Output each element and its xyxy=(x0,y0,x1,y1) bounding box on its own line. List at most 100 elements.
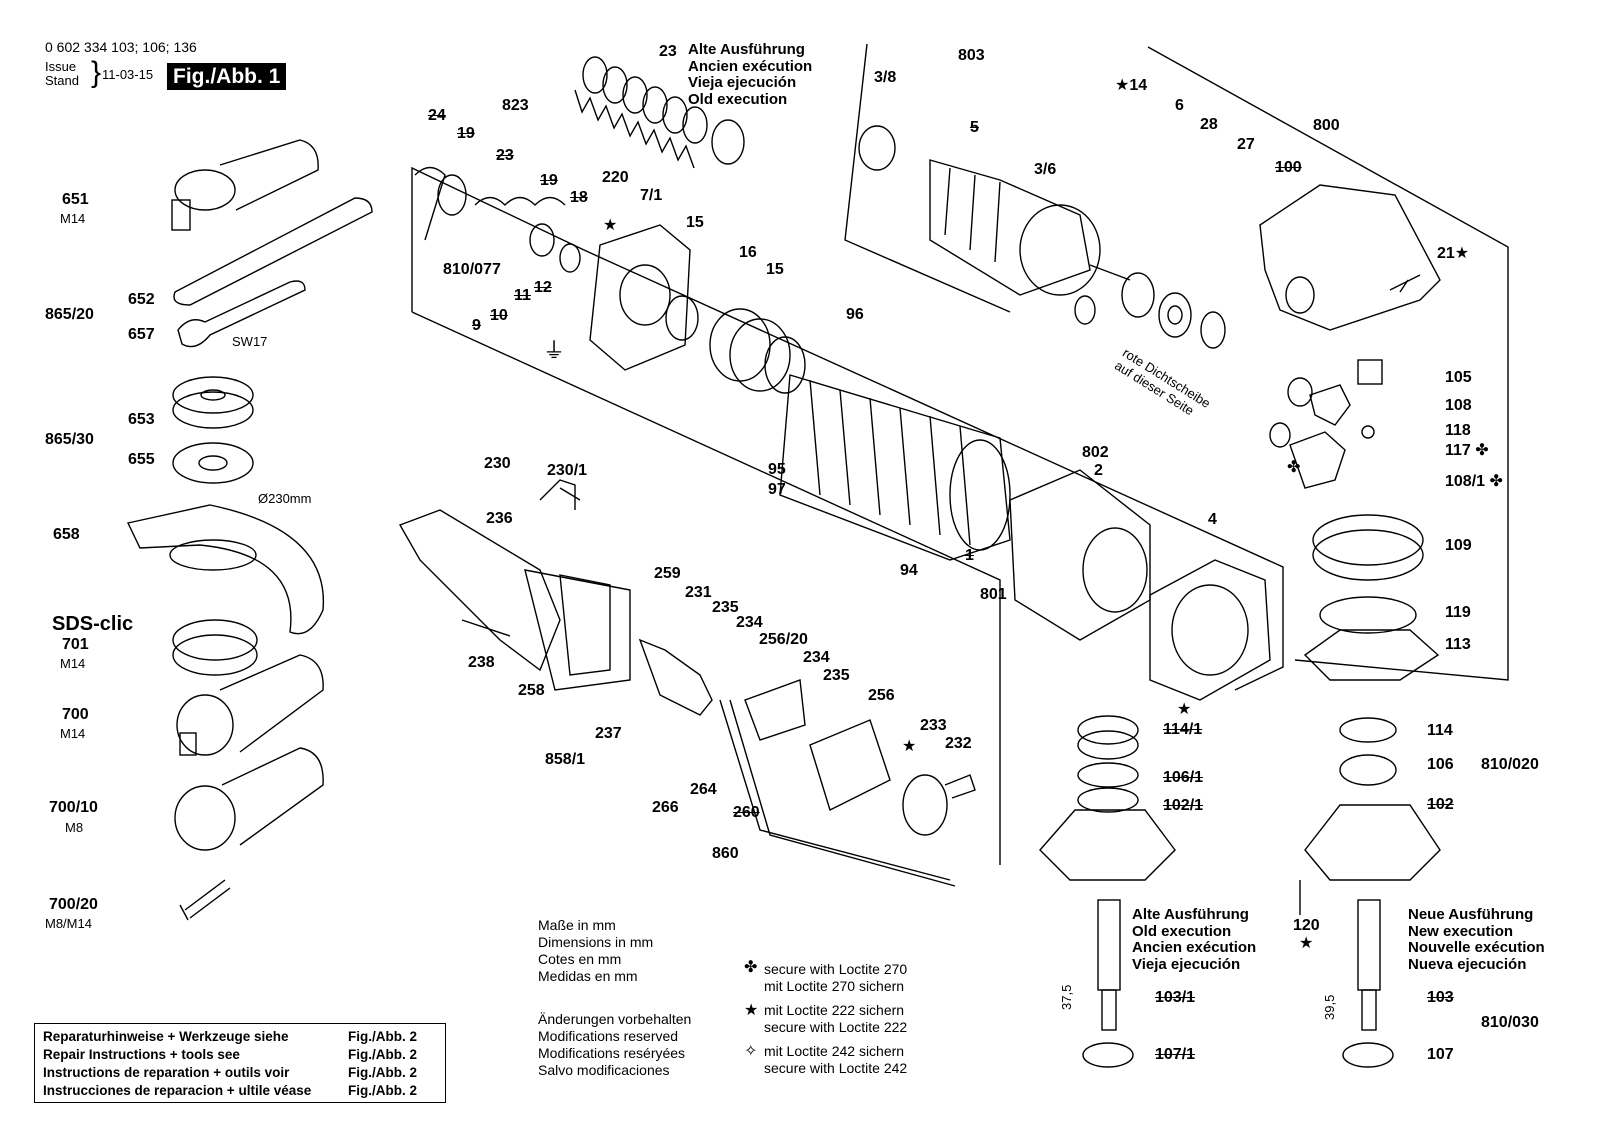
gear-housing-800 xyxy=(1259,184,1441,331)
label-14: ★14 xyxy=(1115,77,1148,94)
brush-parts xyxy=(414,166,581,273)
label-19b: 19 xyxy=(540,172,558,189)
old-execution-fr: Ancien exécution xyxy=(688,57,813,75)
label-260: 260 xyxy=(733,804,760,821)
label-810-030: 810/030 xyxy=(1481,1014,1539,1031)
sleeves-15-16 xyxy=(665,295,806,394)
repair-row-de: Reparaturhinweise + Werkzeuge siehe xyxy=(43,1029,289,1044)
label-237: 237 xyxy=(595,725,622,742)
label-107: 107 xyxy=(1427,1046,1454,1063)
label-106-1: 106/1 xyxy=(1163,769,1204,786)
label-94: 94 xyxy=(900,562,918,579)
label-652: 652 xyxy=(128,291,155,308)
repair-instructions-box: Reparaturhinweise + Werkzeuge siehe Fig.… xyxy=(34,1023,446,1103)
new-exec-3: Nouvelle exécution xyxy=(1408,939,1545,956)
label-102: 102 xyxy=(1427,796,1454,813)
label-113: 113 xyxy=(1445,636,1471,653)
label-2: 2 xyxy=(1094,462,1103,479)
label-810-020: 810/020 xyxy=(1481,756,1539,773)
label-117-text: 117 xyxy=(1445,442,1471,459)
loctite-242-note: mit Loctite 242 sichern secure with Loct… xyxy=(764,1043,908,1076)
label-21-text: 21 xyxy=(1437,245,1455,262)
loctite-270-note: secure with Loctite 270 mit Loctite 270 … xyxy=(764,961,908,994)
label-6: 6 xyxy=(1175,97,1184,114)
issue-date: 11-03-15 xyxy=(102,67,154,82)
label-108: 108 xyxy=(1445,397,1472,414)
label-96: 96 xyxy=(846,306,864,323)
label-231: 231 xyxy=(685,584,712,601)
repair-ref-de: Fig./Abb. 2 xyxy=(348,1029,417,1044)
label-9: 9 xyxy=(472,317,481,334)
label-18: 18 xyxy=(570,189,588,206)
loctite-222-note: mit Loctite 222 sichern secure with Loct… xyxy=(764,1002,908,1035)
issue-brace: } xyxy=(91,56,102,89)
label-107-1: 107/1 xyxy=(1155,1046,1196,1063)
label-11: 11 xyxy=(514,287,531,304)
label-858-1: 858/1 xyxy=(545,751,586,768)
label-4: 4 xyxy=(1208,511,1217,528)
rear-handle xyxy=(398,479,631,691)
label-235a: 235 xyxy=(712,599,739,616)
modifications-note: Änderungen vorbehalten Modifications res… xyxy=(538,1011,691,1079)
repair-row-fr: Instructions de reparation + outils voir xyxy=(43,1065,290,1080)
old-exec-4: Vieja ejecución xyxy=(1132,955,1241,973)
label-27: 27 xyxy=(1237,136,1255,153)
old-execution-en: Old execution xyxy=(688,90,788,108)
old-execution-notice: Alte Ausführung Ancien exécution Vieja e… xyxy=(688,41,813,108)
label-258: 258 xyxy=(518,682,545,699)
label-117: 117 ✤ xyxy=(1445,442,1489,459)
new-execution-caption: Neue Ausführung New execution Nouvelle e… xyxy=(1408,906,1545,973)
label-232: 232 xyxy=(945,735,972,752)
label-259: 259 xyxy=(654,565,681,582)
stator-housing-96 xyxy=(779,374,1011,561)
mod-note-fr: Modifications reséryées xyxy=(538,1045,686,1061)
clover-108-1: ✤ xyxy=(1287,459,1301,476)
label-diameter: Ø230mm xyxy=(258,491,312,506)
stud-700-20 xyxy=(179,879,231,921)
label-810-077: 810/077 xyxy=(443,261,501,278)
spanner-652 xyxy=(173,197,373,306)
mod-note-es: Salvo modificaciones xyxy=(538,1062,670,1078)
new-exec-2: New execution xyxy=(1408,922,1514,940)
dim-note-de: Maße in mm xyxy=(538,917,616,933)
label-256-20: 256/20 xyxy=(759,631,808,648)
gear-frame xyxy=(1147,46,1509,681)
label-14-text: 14 xyxy=(1129,77,1148,94)
label-230-1: 230/1 xyxy=(547,462,588,479)
new-exec-4: Nueva ejecución xyxy=(1408,955,1527,973)
label-256: 256 xyxy=(868,687,895,704)
label-802: 802 xyxy=(1082,444,1109,461)
guard-658 xyxy=(126,504,325,635)
dim-37-5: 37,5 xyxy=(1059,984,1074,1010)
dim-39-5: 39,5 xyxy=(1322,994,1337,1020)
label-3-6: 3/6 xyxy=(1034,161,1057,178)
label-865-30: 865/30 xyxy=(45,431,94,448)
handle-700-10 xyxy=(174,747,324,851)
label-700-thread: M14 xyxy=(60,726,86,741)
label-801: 801 xyxy=(980,586,1007,603)
motor-frame xyxy=(844,43,1011,313)
label-102-1: 102/1 xyxy=(1163,797,1204,814)
label-21: 21★ xyxy=(1437,245,1470,262)
label-653: 653 xyxy=(128,411,155,428)
label-108-1: 108/1 ✤ xyxy=(1445,473,1503,490)
old-exec-1: Alte Ausführung xyxy=(1132,906,1249,923)
bearings-14-6-28 xyxy=(1074,272,1226,349)
handle-700 xyxy=(176,654,324,756)
label-220: 220 xyxy=(602,169,629,186)
label-sw17: SW17 xyxy=(232,334,268,349)
bevel-gear-parts xyxy=(1269,359,1441,1068)
dim-note-es: Medidas en mm xyxy=(538,968,638,984)
label-95: 95 xyxy=(768,461,786,478)
label-234a: 234 xyxy=(736,614,763,631)
label-860: 860 xyxy=(712,845,739,862)
old-execution-de: Alte Ausführung xyxy=(688,41,805,58)
figure-label: Fig./Abb. 1 xyxy=(167,63,287,90)
dim-note-en: Dimensions in mm xyxy=(538,934,654,950)
part-numbers: 0 602 334 103; 106; 136 xyxy=(45,39,197,55)
assembly-frame-lower xyxy=(411,311,1001,865)
repair-ref-en: Fig./Abb. 2 xyxy=(348,1047,417,1062)
open-star-icon: ✧ xyxy=(744,1043,758,1060)
label-5: 5 xyxy=(970,119,979,136)
